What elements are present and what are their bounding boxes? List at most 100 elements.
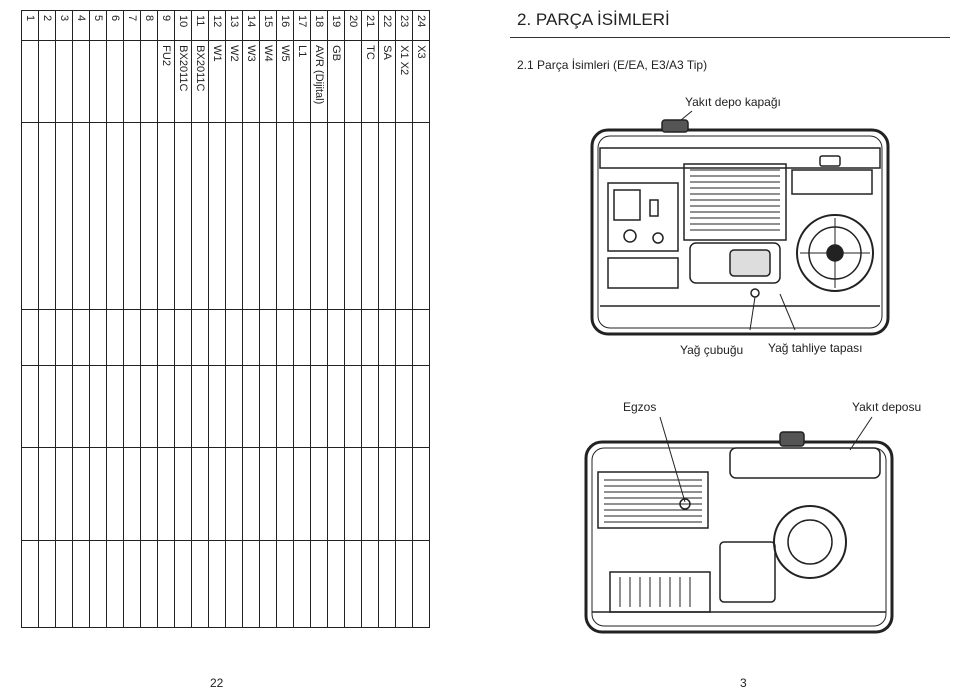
empty-cell <box>89 447 107 541</box>
empty-cell <box>21 540 39 628</box>
empty-cell <box>174 447 192 541</box>
parts-table-row: 4 <box>72 10 90 628</box>
empty-cell <box>21 365 39 448</box>
row-number: 12 <box>208 10 226 41</box>
row-number: 1 <box>21 10 39 41</box>
row-number: 7 <box>123 10 141 41</box>
empty-cell <box>225 309 243 366</box>
empty-cell <box>106 540 124 628</box>
generator-rear-illustration <box>584 416 894 634</box>
empty-cell <box>157 365 175 448</box>
empty-cell <box>344 540 362 628</box>
row-number: 16 <box>276 10 294 41</box>
empty-cell <box>395 122 413 310</box>
empty-cell <box>191 447 209 541</box>
empty-cell <box>361 309 379 366</box>
empty-cell <box>191 122 209 310</box>
empty-cell <box>72 309 90 366</box>
empty-cell <box>259 365 277 448</box>
empty-cell <box>140 309 158 366</box>
parts-table-row: 6 <box>106 10 124 628</box>
empty-cell <box>106 309 124 366</box>
part-code: L1 <box>293 40 311 123</box>
empty-cell <box>412 540 430 628</box>
empty-cell <box>174 122 192 310</box>
empty-cell <box>55 540 73 628</box>
row-number: 10 <box>174 10 192 41</box>
empty-cell <box>38 309 56 366</box>
empty-cell <box>72 540 90 628</box>
empty-cell <box>344 447 362 541</box>
empty-cell <box>378 540 396 628</box>
label-fuel-tank: Yakıt deposu <box>852 400 922 414</box>
row-number: 14 <box>242 10 260 41</box>
empty-cell <box>412 365 430 448</box>
part-code: X1 X2 <box>395 40 413 123</box>
empty-cell <box>55 447 73 541</box>
empty-cell <box>174 365 192 448</box>
empty-cell <box>191 540 209 628</box>
empty-cell <box>72 122 90 310</box>
empty-cell <box>208 365 226 448</box>
empty-cell <box>174 309 192 366</box>
empty-cell <box>276 447 294 541</box>
empty-cell <box>55 122 73 310</box>
row-number: 22 <box>378 10 396 41</box>
empty-cell <box>191 365 209 448</box>
empty-cell <box>242 309 260 366</box>
empty-cell <box>310 309 328 366</box>
empty-cell <box>361 122 379 310</box>
part-code: BX2011C <box>191 40 209 123</box>
empty-cell <box>378 365 396 448</box>
row-number: 4 <box>72 10 90 41</box>
empty-cell <box>259 309 277 366</box>
subsection-title: 2.1 Parça İsimleri (E/EA, E3/A3 Tip) <box>517 58 708 72</box>
empty-cell <box>191 309 209 366</box>
empty-cell <box>327 122 345 310</box>
empty-cell <box>89 309 107 366</box>
empty-cell <box>72 447 90 541</box>
part-code: W5 <box>276 40 294 123</box>
row-number: 19 <box>327 10 345 41</box>
row-number: 24 <box>412 10 430 41</box>
empty-cell <box>327 309 345 366</box>
empty-cell <box>378 122 396 310</box>
empty-cell <box>293 309 311 366</box>
parts-table-row: 1 <box>21 10 39 628</box>
empty-cell <box>140 447 158 541</box>
empty-cell <box>293 447 311 541</box>
part-code: SA <box>378 40 396 123</box>
empty-cell <box>412 122 430 310</box>
empty-cell <box>157 447 175 541</box>
row-number: 3 <box>55 10 73 41</box>
parts-table-row: 5 <box>89 10 107 628</box>
row-number: 21 <box>361 10 379 41</box>
title-rule <box>510 37 950 38</box>
part-code <box>21 40 39 123</box>
empty-cell <box>208 447 226 541</box>
empty-cell <box>21 309 39 366</box>
part-code: W4 <box>259 40 277 123</box>
part-code: X3 <box>412 40 430 123</box>
empty-cell <box>276 309 294 366</box>
row-number: 5 <box>89 10 107 41</box>
label-dipstick: Yağ çubuğu <box>680 343 744 357</box>
empty-cell <box>225 540 243 628</box>
empty-cell <box>361 447 379 541</box>
row-number: 13 <box>225 10 243 41</box>
empty-cell <box>72 365 90 448</box>
empty-cell <box>55 309 73 366</box>
empty-cell <box>310 365 328 448</box>
empty-cell <box>225 447 243 541</box>
